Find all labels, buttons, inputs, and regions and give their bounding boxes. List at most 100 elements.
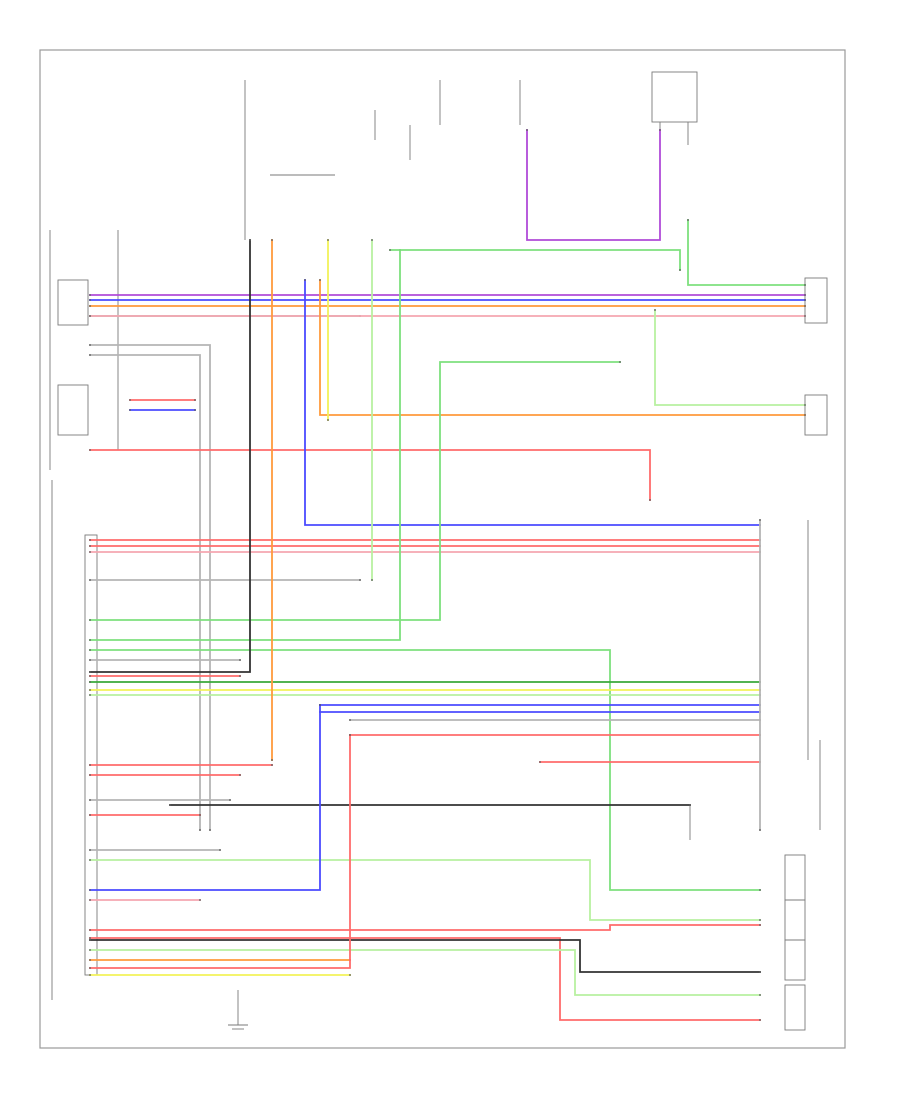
wire-terminal [89,967,91,969]
wire-terminal [804,414,806,416]
wire-terminal [199,899,201,901]
wire-terminal [89,694,91,696]
wire-terminal [89,619,91,621]
wire-terminal [89,949,91,951]
wire-terminal [359,579,361,581]
wire-terminal [89,899,91,901]
wire-terminal [804,284,806,286]
wire-terminal [89,649,91,651]
wire-terminal [89,551,91,553]
wire-terminal [129,409,131,411]
ground-point [228,990,248,1030]
wire-terminal [89,354,91,356]
wire-terminal [804,305,806,307]
wire-terminal [804,299,806,301]
wire-green-18 [89,361,621,621]
wire-terminal [89,659,91,661]
wire-terminal [169,804,171,806]
wire-terminal [239,659,241,661]
wire-terminal [271,759,273,761]
wire-terminal [89,689,91,691]
wire-terminal [759,1019,761,1021]
wire-terminal [89,959,91,961]
wire-terminal [89,675,91,677]
wire-terminal [526,129,528,131]
wire-terminal [89,344,91,346]
wire-terminal [327,419,329,421]
right-components [689,277,828,1031]
wire-terminal [389,249,391,251]
wire-gray-6 [89,354,201,831]
wire-terminal [759,971,761,973]
wire-terminal [89,774,91,776]
wire-harness [89,129,806,1021]
wire-terminal [219,849,221,851]
wire-terminal [89,937,91,939]
wire-terminal [89,671,91,673]
wire-terminal [327,239,329,241]
wire-terminal [89,579,91,581]
wire-terminal [649,499,651,501]
wire-blue-12 [304,279,761,526]
wire-terminal [89,799,91,801]
wire-terminal [371,239,373,241]
wire-terminal [349,719,351,721]
wire-terminal [194,409,196,411]
wire-terminal [759,994,761,996]
wire-terminal [89,859,91,861]
wire-terminal [199,829,201,831]
wire-terminal [759,919,761,921]
wire-red-9 [89,449,651,501]
wire-orange-10 [319,279,806,416]
wire-terminal [89,449,91,451]
wire-terminal [804,404,806,406]
wire-terminal [229,799,231,801]
wire-terminal [194,399,196,401]
wire-terminal [209,829,211,831]
wire-terminal [89,545,91,547]
wire-terminal [271,239,273,241]
wire-terminal [319,279,321,281]
wire-terminal [349,734,351,736]
wire-red-47 [89,734,351,969]
wire-terminal [249,239,251,241]
wire-terminal [89,764,91,766]
wire-blue-40 [89,704,321,891]
wire-terminal [89,681,91,683]
wire-red-43 [89,937,761,1021]
wire-terminal [89,539,91,541]
wire-lightgreen-45 [89,949,761,996]
wire-black-44 [89,939,761,973]
wire-terminal [319,704,321,706]
wire-terminal [239,675,241,677]
fuse-feeds [117,71,698,450]
wire-terminal [89,294,91,296]
wire-lightgreen-39 [89,859,761,921]
wire-terminal [199,814,201,816]
wire-terminal [689,804,691,806]
wire-terminal [679,269,681,271]
wire-terminal [89,299,91,301]
wire-terminal [271,764,273,766]
wire-terminal [89,929,91,931]
wire-terminal [89,939,91,941]
wire-terminal [759,519,761,521]
wire-terminal [129,399,131,401]
wire-terminal [89,305,91,307]
wire-red-42 [89,924,761,931]
wire-terminal [239,774,241,776]
diagram-border [39,49,846,1049]
wire-terminal [89,889,91,891]
wire-terminal [89,814,91,816]
wire-terminal [89,849,91,851]
wire-terminal [371,579,373,581]
wire-black-22 [89,239,251,673]
wire-terminal [304,279,306,281]
wire-terminal [619,361,621,363]
wire-green-19 [89,249,401,641]
wire-violet-49 [526,129,661,241]
wire-terminal [804,294,806,296]
wire-terminal [654,309,656,311]
wire-terminal [89,315,91,317]
